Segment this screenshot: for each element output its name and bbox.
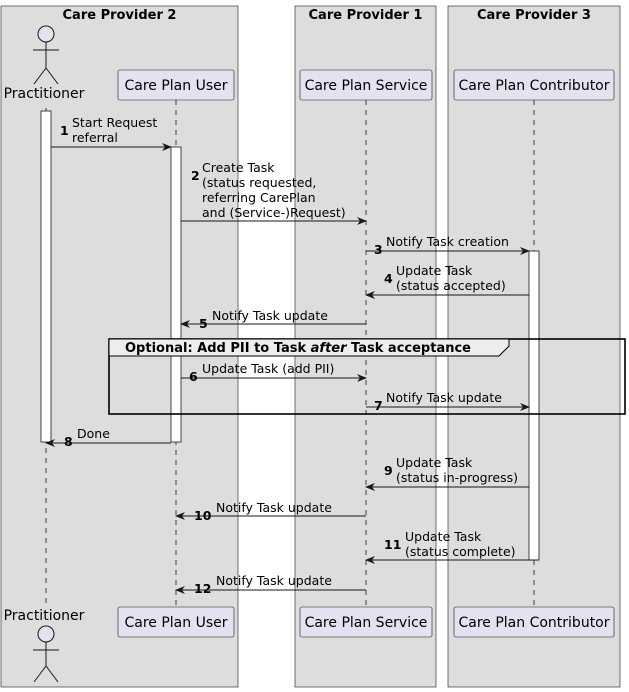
message-12: 12 Notify Task update: [175, 573, 366, 596]
message-number: 2: [191, 168, 200, 183]
message-number: 8: [64, 434, 73, 449]
message-label: Notify Task update: [216, 573, 332, 588]
message-number: 6: [189, 369, 198, 384]
message-10: 10 Notify Task update: [175, 500, 366, 523]
group-label: Optional: Add PII to Task after Task acc…: [125, 341, 471, 356]
message-number: 9: [384, 463, 393, 478]
message-number: 1: [60, 123, 69, 138]
message-11: 11 Update Task(status complete): [365, 529, 539, 564]
group-optional-frame: Optional: Add PII to Task after Task acc…: [108, 338, 626, 415]
participant-care-plan-service-bottom: Care Plan Service: [299, 606, 433, 638]
message-label: Update Task (add PII): [202, 361, 334, 376]
activation-care-plan-user: [170, 146, 182, 443]
message-label: Update Task(status in-progress): [396, 455, 518, 485]
actor-label: Practitioner: [4, 86, 85, 102]
participant-label: Care Plan Service: [305, 78, 428, 94]
message-label: Update Task(status accepted): [396, 263, 506, 293]
box-title: Care Provider 1: [309, 8, 423, 23]
message-label: Done: [77, 426, 110, 441]
box-title: Care Provider 2: [63, 8, 177, 23]
message-number: 11: [384, 537, 401, 552]
message-label: Notify Task update: [212, 308, 328, 323]
activation-practitioner: [40, 110, 52, 443]
message-label: Notify Task creation: [386, 234, 509, 249]
participant-care-plan-user-bottom: Care Plan User: [117, 606, 235, 638]
message-label: Notify Task update: [386, 390, 502, 405]
box-title: Care Provider 3: [477, 8, 591, 23]
message-5: 5 Notify Task update: [180, 308, 366, 331]
participant-label: Care Plan Contributor: [458, 615, 609, 631]
message-number: 5: [199, 316, 208, 331]
message-label: Create Task(status requested,referring C…: [202, 160, 346, 220]
message-label: Update Task(status complete): [405, 529, 516, 559]
participant-care-plan-service-top: Care Plan Service: [299, 69, 433, 101]
message-label: Notify Task update: [216, 500, 332, 515]
participant-label: Care Plan Contributor: [458, 78, 609, 94]
participant-care-plan-contributor-top: Care Plan Contributor: [453, 69, 615, 101]
activation-care-plan-contributor: [528, 250, 540, 561]
message-number: 4: [384, 271, 393, 286]
participant-label: Care Plan User: [124, 615, 227, 631]
message-number: 12: [194, 581, 211, 596]
message-number: 10: [194, 508, 212, 523]
actor-label: Practitioner: [4, 608, 85, 624]
message-number: 7: [374, 398, 383, 413]
actor-practitioner-bottom: Practitioner: [4, 608, 85, 683]
participant-care-plan-contributor-bottom: Care Plan Contributor: [453, 606, 615, 638]
participant-label: Care Plan Service: [305, 615, 428, 631]
participant-care-plan-user-top: Care Plan User: [117, 69, 235, 101]
message-number: 3: [374, 242, 383, 257]
actor-practitioner-top: Practitioner: [4, 25, 85, 102]
participant-label: Care Plan User: [124, 78, 227, 94]
message-8: 8 Done: [45, 426, 171, 449]
message-6: 6 Update Task (add PII): [181, 361, 367, 384]
